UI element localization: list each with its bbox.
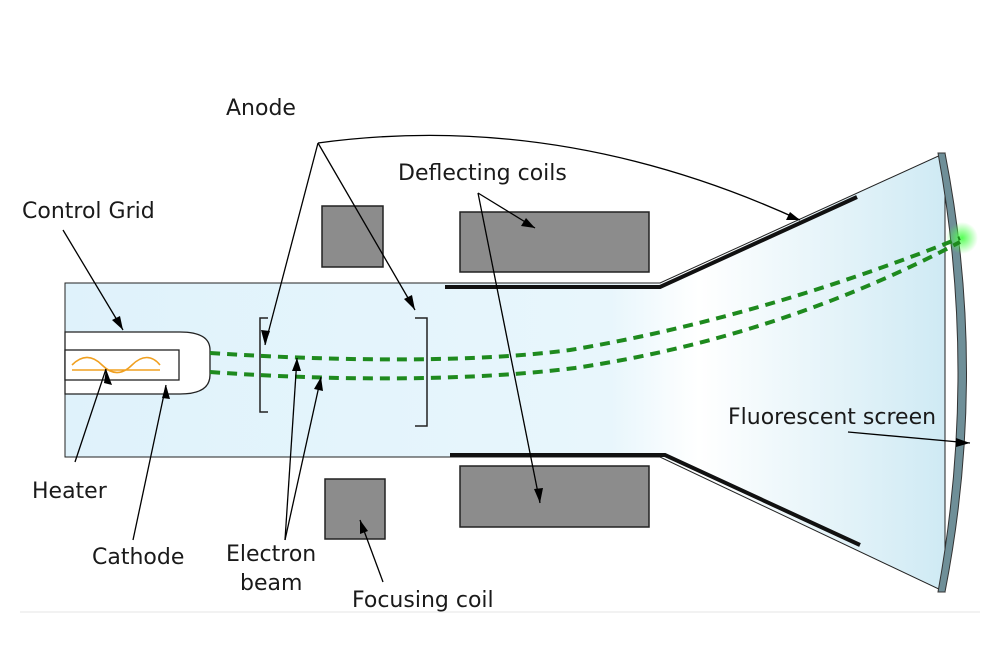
heater-filament	[71, 356, 161, 374]
label-deflecting-coils: Deflecting coils	[398, 161, 567, 186]
electron-beam-upper	[209, 236, 961, 362]
fluorescent-screen	[937, 152, 967, 593]
cathode	[64, 349, 180, 381]
label-focusing-coil: Focusing coil	[352, 588, 494, 613]
label-heater: Heater	[32, 479, 108, 504]
screen-glow	[946, 222, 978, 254]
label-cathode: Cathode	[92, 545, 184, 570]
label-electron-beam-line1: Electron	[226, 542, 316, 567]
deflecting-coil-bottom	[459, 465, 650, 528]
anode-coating-top	[445, 195, 858, 289]
anode-bracket-right	[415, 317, 428, 427]
anode-bracket-left	[259, 317, 268, 413]
label-control-grid: Control Grid	[22, 199, 155, 224]
focusing-coil-bottom	[324, 478, 386, 540]
label-anode: Anode	[226, 96, 296, 121]
leader-lines	[62, 134, 971, 583]
electron-beam-lower	[209, 240, 961, 381]
label-electron-beam-line2: beam	[240, 571, 302, 596]
label-fluorescent-screen: Fluorescent screen	[728, 405, 936, 430]
arrow-heads	[104, 212, 970, 534]
anode-coating-bottom	[450, 453, 861, 547]
focusing-coil-top	[321, 205, 384, 268]
